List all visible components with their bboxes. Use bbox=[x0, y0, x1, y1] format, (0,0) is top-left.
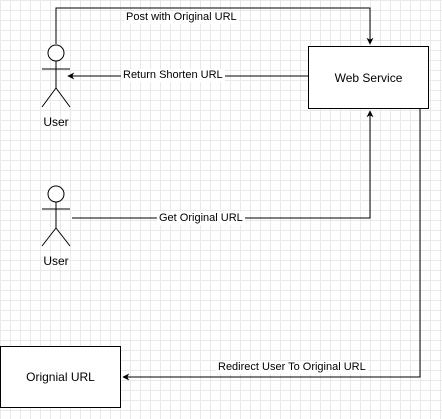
edge-redirect bbox=[122, 109, 421, 381]
edge-get bbox=[72, 110, 374, 219]
user-top-label: User bbox=[43, 115, 69, 129]
edge-get-label: Get Original URL bbox=[157, 212, 245, 225]
web-service-node: Web Service bbox=[308, 46, 429, 109]
edge-post bbox=[55, 7, 374, 45]
user-actor-top bbox=[41, 44, 71, 108]
edge-post-label: Post with Original URL bbox=[124, 11, 239, 24]
edge-return-label: Return Shorten URL bbox=[121, 69, 225, 82]
original-url-node: Orignial URL bbox=[0, 346, 121, 408]
edge-redirect-label: Redirect User To Original URL bbox=[216, 361, 368, 374]
original-url-label: Orignial URL bbox=[26, 370, 95, 384]
user-bottom-label: User bbox=[43, 254, 69, 268]
user-actor-bottom bbox=[41, 185, 71, 247]
web-service-label: Web Service bbox=[334, 70, 403, 85]
